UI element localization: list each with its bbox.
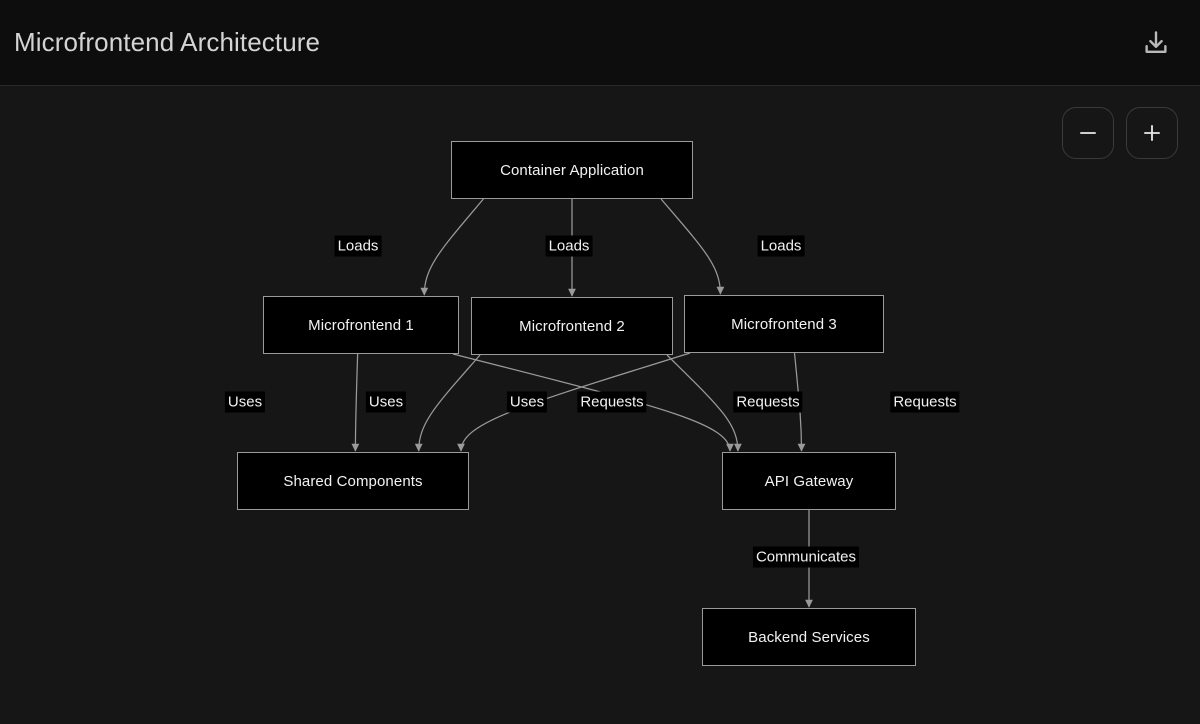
edge-label-gateway-to-backend: Communicates	[752, 546, 860, 568]
edge-label-mf3-to-gateway: Requests	[890, 391, 960, 413]
edge-container-to-mf1	[420, 198, 484, 296]
node-label: Backend Services	[748, 628, 870, 646]
edge-label-mf2-to-shared: Uses	[365, 391, 407, 413]
edge-label-mf1-to-shared: Uses	[224, 391, 266, 413]
edge-mf2-to-shared	[414, 354, 481, 452]
node-shared[interactable]: Shared Components	[237, 452, 469, 510]
app-header: Microfrontend Architecture	[0, 0, 1200, 86]
zoom-out-button[interactable]	[1062, 107, 1114, 159]
node-backend[interactable]: Backend Services	[702, 608, 916, 666]
node-label: API Gateway	[764, 472, 854, 490]
edge-label-mf2-to-gateway: Requests	[733, 391, 803, 413]
node-gateway[interactable]: API Gateway	[722, 452, 896, 510]
node-mf2[interactable]: Microfrontend 2	[471, 297, 673, 355]
node-label: Shared Components	[283, 472, 423, 490]
node-label: Microfrontend 1	[308, 316, 414, 334]
edge-mf1-to-gateway	[452, 353, 734, 452]
edge-label-container-to-mf1: Loads	[334, 235, 382, 257]
node-mf1[interactable]: Microfrontend 1	[263, 296, 459, 354]
edge-label-mf3-to-shared: Uses	[506, 391, 548, 413]
node-label: Microfrontend 2	[519, 317, 625, 335]
edge-mf3-to-shared	[457, 352, 691, 452]
zoom-controls	[1062, 107, 1178, 159]
edge-container-to-mf3	[660, 198, 725, 295]
page-title: Microfrontend Architecture	[14, 27, 321, 57]
edge-mf1-to-shared	[351, 353, 360, 452]
edge-mf2-to-gateway	[666, 354, 742, 452]
node-label: Microfrontend 3	[731, 315, 837, 333]
edge-label-container-to-mf3: Loads	[757, 235, 805, 257]
node-mf3[interactable]: Microfrontend 3	[684, 295, 884, 353]
zoom-in-button[interactable]	[1126, 107, 1178, 159]
download-icon[interactable]	[1134, 21, 1178, 65]
edge-label-mf1-to-gateway: Requests	[577, 391, 647, 413]
node-container[interactable]: Container Application	[451, 141, 693, 199]
node-label: Container Application	[500, 161, 644, 179]
edge-label-container-to-mf2: Loads	[545, 235, 593, 257]
